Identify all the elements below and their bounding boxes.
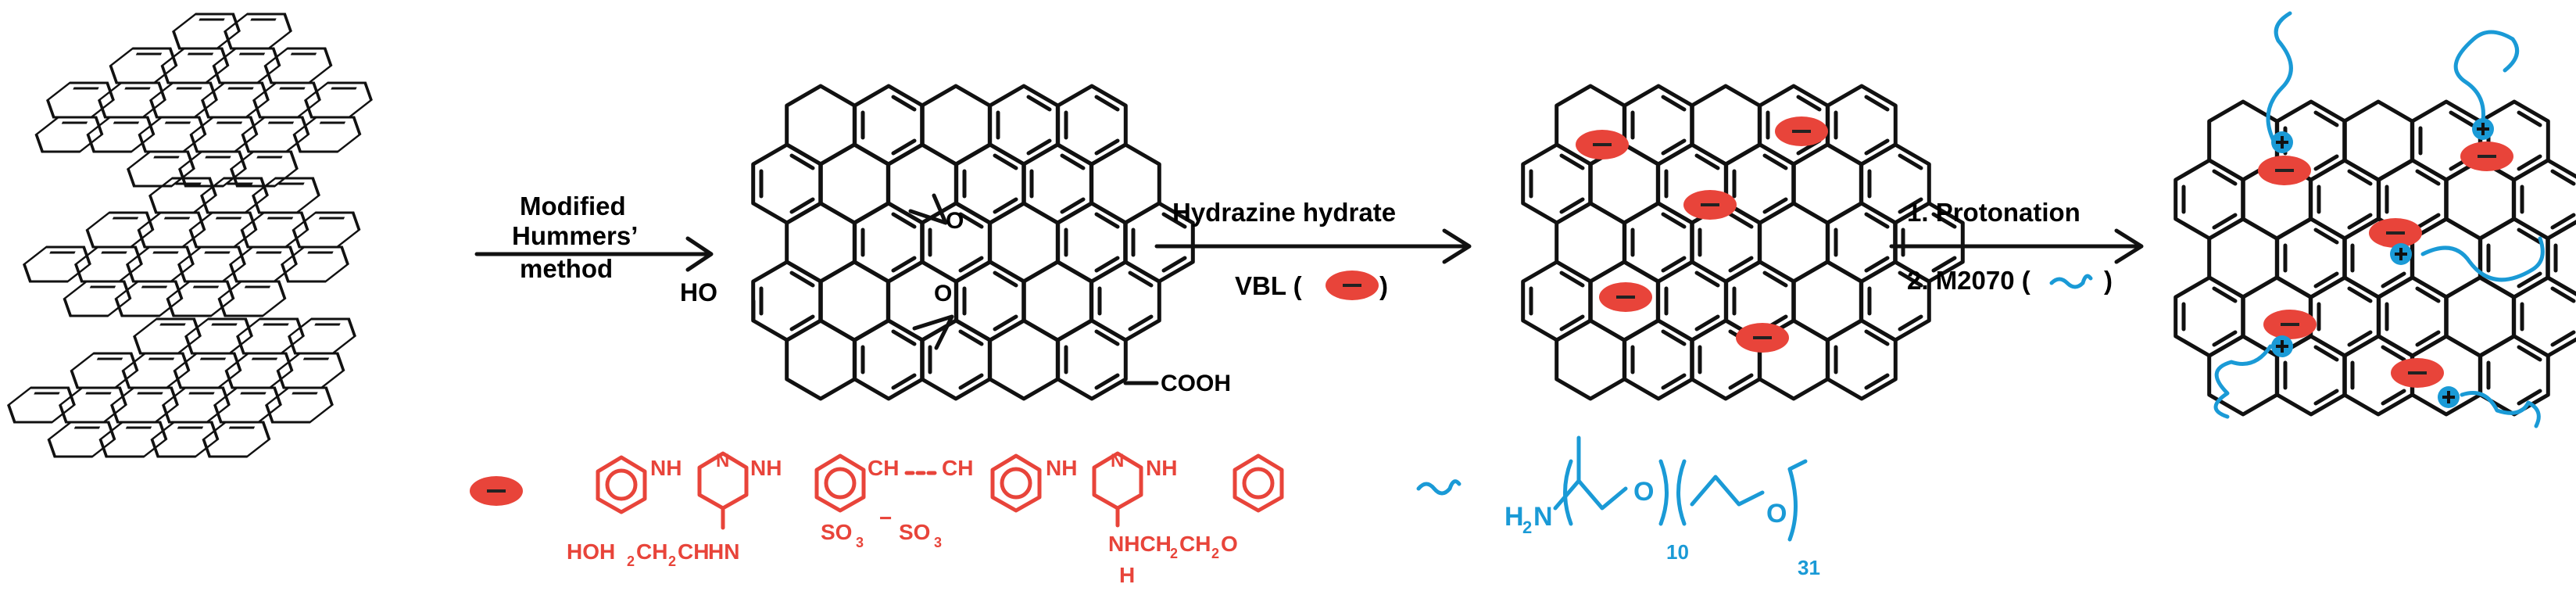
- vbl-sub-2d: 2: [1211, 546, 1219, 561]
- anion-marker: [2391, 358, 2444, 388]
- anion-marker: [1736, 323, 1789, 353]
- vbl-sub-2a: 2: [627, 554, 635, 569]
- vbl-so3-b-sub: 3: [934, 535, 942, 550]
- anion-marker: [1576, 130, 1629, 159]
- vbl-nh-3: NH: [1046, 456, 1077, 480]
- arrow-step-1: Modified Hummers’ method: [474, 192, 714, 283]
- vbl-structure: NH N NH HOH 2 CH 2 CH HN CH CH SO 3 − SO…: [470, 450, 1284, 587]
- vbl-triazine-n: N: [716, 450, 729, 471]
- step2-label-bottom-end: ): [1379, 271, 1388, 300]
- vbl-anion-legend: [470, 476, 523, 506]
- graphite-stack: [0, 13, 381, 458]
- anion-marker: [2263, 310, 2317, 339]
- m2070-chain: [2460, 391, 2541, 428]
- m2070-n: N: [1533, 502, 1553, 532]
- epoxy-o-2: O: [934, 281, 952, 306]
- vbl-left-sub-c: CH: [678, 539, 709, 564]
- vbl-h: H: [1119, 563, 1135, 587]
- vbl-nh-1: NH: [650, 456, 682, 480]
- step3-label-bottom-end: ): [2104, 266, 2113, 295]
- step1-line2: Hummers’: [512, 221, 638, 250]
- vbl-ch-1: CH: [868, 456, 899, 480]
- epoxy-o-1: O: [946, 208, 964, 234]
- graphite-sheet-bottom: [0, 317, 364, 458]
- cation-marker: [2390, 243, 2412, 265]
- m2070-chain: [2420, 236, 2545, 282]
- rgo-vbl-structure: [1523, 86, 1963, 399]
- anion-marker: [2369, 218, 2422, 248]
- m2070-sub-10: 10: [1666, 540, 1689, 564]
- hydroxyl-label: HO: [680, 278, 717, 306]
- vbl-sub-2b: 2: [668, 554, 676, 569]
- vbl-nh-4: NH: [1146, 456, 1177, 480]
- arrow-step-3: 1. Protonation 2. M2070 ( ): [1889, 198, 2144, 295]
- anion-marker: [1599, 282, 1652, 312]
- vbl-right-sub-c: O: [1221, 532, 1238, 556]
- vbl-so3-a-sub: 3: [856, 535, 864, 550]
- step3-label-bottom: 2. M2070 (: [1907, 266, 2030, 295]
- arrow-step-2: Hydrazine hydrate VBL ( ): [1154, 198, 1472, 300]
- vbl-left-sub-d: HN: [708, 539, 739, 564]
- m2070-legend-symbol: [1416, 479, 1462, 496]
- anion-marker: [2460, 142, 2513, 171]
- vbl-minus-a: −: [879, 506, 892, 530]
- cation-marker: [2271, 335, 2293, 357]
- anion-marker: [1775, 116, 1828, 146]
- m2070-chain: [2213, 344, 2273, 419]
- m2070-sub-2: 2: [1522, 518, 1532, 537]
- vbl-triazine-n-2: N: [1111, 450, 1124, 471]
- step2-label-top: Hydrazine hydrate: [1172, 198, 1396, 227]
- carboxyl-label: COOH: [1161, 371, 1231, 396]
- cation-marker: [2438, 386, 2460, 408]
- anion-marker: [1683, 190, 1737, 220]
- vbl-right-sub: NHCH: [1108, 532, 1172, 556]
- m2070-h: H: [1504, 502, 1524, 532]
- vbl-so3-b: SO: [899, 520, 930, 544]
- m2070-o-2: O: [1766, 499, 1787, 529]
- m2070-chain: [2453, 30, 2520, 131]
- step1-line1: Modified: [520, 192, 626, 220]
- step3-label-top: 1. Protonation: [1907, 198, 2080, 227]
- step1-line3: method: [520, 254, 613, 283]
- vbl-anion-symbol: [1326, 271, 1379, 300]
- step2-label-bottom: VBL (: [1235, 271, 1302, 300]
- cation-marker: [2472, 118, 2494, 140]
- m2070-chain: [2266, 11, 2293, 145]
- m2070-structure: H 2 N O 10 O 31: [1416, 435, 1820, 579]
- vbl-sub-2c: 2: [1170, 546, 1178, 561]
- graphite-sheet-middle: [15, 177, 369, 317]
- vbl-right-sub-b: CH: [1179, 532, 1211, 556]
- cation-marker: [2271, 131, 2293, 153]
- m2070-chain-symbol: [2049, 274, 2093, 289]
- anion-marker: [2258, 156, 2311, 185]
- m2070-o-1: O: [1633, 477, 1654, 507]
- vbl-left-sub-b: CH: [636, 539, 667, 564]
- m2070-sub-31: 31: [1798, 556, 1820, 579]
- vbl-nh-2: NH: [750, 456, 782, 480]
- vbl-left-sub: HOH: [567, 539, 615, 564]
- rgo-vbl-m2070-structure: [2176, 11, 2576, 428]
- graphene-oxide-structure: O O HO COOH: [680, 86, 1231, 399]
- vbl-so3-a: SO: [821, 520, 852, 544]
- vbl-ch-2: CH: [942, 456, 973, 480]
- graphite-sheet-top: [27, 13, 381, 188]
